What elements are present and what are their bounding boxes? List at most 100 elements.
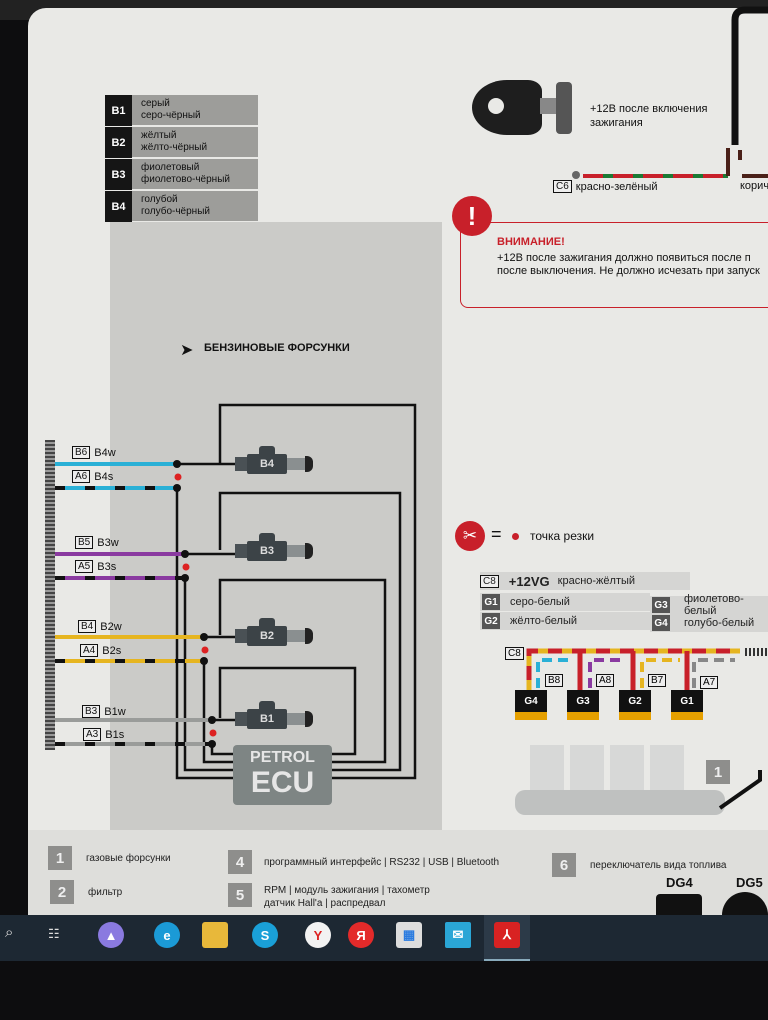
g-code: G3 xyxy=(652,597,670,613)
ignition-lock xyxy=(540,98,558,114)
petrol-injector-b1: B1 xyxy=(235,701,315,729)
g2-row: жёлто-белый xyxy=(480,612,650,630)
wire-end xyxy=(572,171,580,179)
skype-icon[interactable]: S xyxy=(252,922,278,948)
ignition-lock-ring xyxy=(556,82,572,134)
brown-wire-label: корич xyxy=(740,180,768,192)
ecu-label: ECU xyxy=(250,766,315,799)
file-explorer-icon[interactable] xyxy=(202,922,228,948)
warning-text: +12В после зажигания должно появиться по… xyxy=(497,252,760,277)
warning-box xyxy=(460,222,768,308)
legend-color: голубо-чёрный xyxy=(141,206,210,217)
g-code: G1 xyxy=(482,594,500,610)
legend-text: программный интерфейс | RS232 | USB | Bl… xyxy=(264,857,500,868)
harness-cable xyxy=(731,6,768,145)
gas-rail xyxy=(515,790,725,815)
junction-dot xyxy=(181,550,189,558)
gas-injector-g4: G4 xyxy=(515,690,547,720)
acrobat-button[interactable]: ⅄ xyxy=(484,915,530,961)
legend-color: серый xyxy=(141,98,170,109)
legend-color: жёлто-чёрный xyxy=(141,142,208,153)
pin-label: B7 xyxy=(648,674,667,687)
legend-num: 4 xyxy=(228,850,252,874)
petrol-ecu: PETROL ECU xyxy=(233,745,332,805)
legend-num: 5 xyxy=(228,883,252,907)
legend-code: B1 xyxy=(105,95,132,126)
petrol-injector-b2: B2 xyxy=(235,618,315,646)
cut-point-icon xyxy=(512,533,519,540)
task-view-icon[interactable]: ☷ xyxy=(48,926,60,941)
legend-code: B3 xyxy=(105,159,132,190)
mouse-cursor-icon: ➤ xyxy=(180,342,194,359)
junction-dot xyxy=(173,484,181,492)
c8-pin-label: C8 xyxy=(505,647,524,660)
alice-icon[interactable]: ▲ xyxy=(98,922,124,948)
switch-label: DG4 xyxy=(666,875,693,890)
g-code: G2 xyxy=(482,613,500,629)
legend-color: фиолетовый xyxy=(141,162,200,173)
legend-text: фильтр xyxy=(88,887,123,898)
mail-icon[interactable]: ✉ xyxy=(445,922,471,948)
bottom-legend xyxy=(28,830,768,915)
junction-dot xyxy=(181,574,189,582)
scissors-icon: ✂ xyxy=(455,521,485,551)
taskbar xyxy=(0,915,768,961)
g4-row: голубо-белый xyxy=(650,614,768,632)
petrol-injectors-title: БЕНЗИНОВЫЕ ФОРСУНКИ xyxy=(204,342,350,354)
legend-num: 6 xyxy=(552,853,576,877)
pin-label: A8 xyxy=(596,674,615,687)
gas-injector-g1: G1 xyxy=(671,690,703,720)
warning-icon: ! xyxy=(452,196,492,236)
gas-injector-bodies xyxy=(530,745,685,790)
legend-text: переключатель вида топлива xyxy=(590,860,727,871)
legend-code: B2 xyxy=(105,127,132,158)
junction-dot xyxy=(200,657,208,665)
yandex-icon[interactable]: Я xyxy=(348,922,374,948)
legend-color: фиолетово-чёрный xyxy=(141,174,230,185)
cut-label: точка резки xyxy=(530,529,595,543)
junction-dot xyxy=(208,740,216,748)
g-code: G4 xyxy=(652,615,670,631)
g1-row: серо-белый xyxy=(480,593,650,611)
connector-strip xyxy=(45,440,55,750)
gas-injector-g3: G3 xyxy=(567,690,599,720)
gas-wiring xyxy=(515,648,768,815)
petrol-wiring xyxy=(55,6,768,780)
pin-label: B8 xyxy=(545,674,564,687)
ecu-label: PETROL xyxy=(250,749,315,766)
switch-label: DG5 xyxy=(736,875,763,890)
store-icon[interactable]: ▦ xyxy=(396,922,422,948)
cut-point-icon xyxy=(201,646,209,654)
gas-injector-g2: G2 xyxy=(619,690,651,720)
junction-dot xyxy=(173,460,181,468)
pin-label: A7 xyxy=(700,676,719,689)
cut-point-icon xyxy=(209,729,217,737)
legend-num: 1 xyxy=(48,846,72,870)
legend-code: B4 xyxy=(105,191,132,222)
wire-brown xyxy=(726,148,768,178)
yandex-browser-icon[interactable]: Y xyxy=(305,922,331,948)
ignition-key-icon xyxy=(472,80,542,135)
search-icon[interactable]: ⌕ xyxy=(5,924,14,941)
legend-num: 2 xyxy=(50,880,74,904)
acrobat-icon: ⅄ xyxy=(494,922,520,948)
petrol-injector-b4: B4 xyxy=(235,446,315,474)
legend-color: жёлтый xyxy=(141,130,177,141)
legend-color: серо-чёрный xyxy=(141,110,201,121)
cut-point-icon xyxy=(174,473,182,481)
edge-icon[interactable]: e xyxy=(154,922,180,948)
equals-sign: = xyxy=(491,524,502,544)
cut-point-icon xyxy=(182,563,190,571)
